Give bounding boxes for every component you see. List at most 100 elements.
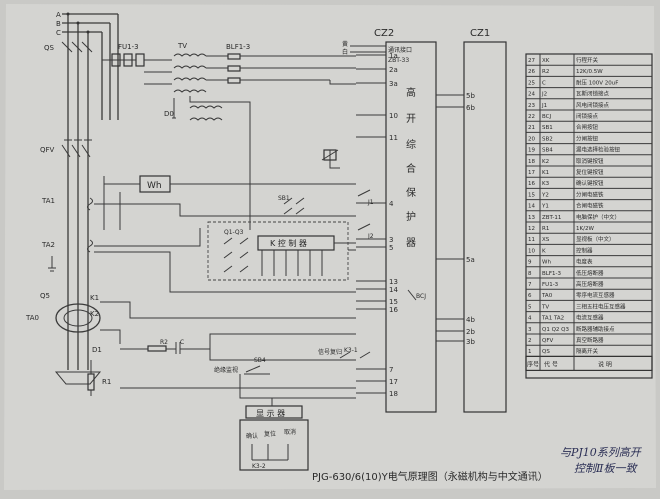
ta0-secondary xyxy=(100,301,356,344)
bom-index: 21 xyxy=(528,125,535,131)
bom-index: 6 xyxy=(528,293,532,299)
bom-header-row xyxy=(525,355,653,371)
tv-label: TV xyxy=(177,42,187,50)
tv-primary-feed xyxy=(144,59,172,85)
bom-description: 显视板（中文） xyxy=(576,235,615,243)
blf-label: BLF1-3 xyxy=(226,43,250,51)
bcj-contact xyxy=(407,289,417,301)
cz1-block xyxy=(463,41,507,413)
cz1-pin: 6b xyxy=(466,104,475,112)
bom-code: J1 xyxy=(541,103,547,109)
bom-code: J2 xyxy=(541,92,547,98)
cz1-pin: 4b xyxy=(466,316,475,324)
protector-char: 合 xyxy=(406,162,416,175)
bom-code: K3 xyxy=(542,181,550,187)
k3-label: K3-1 xyxy=(344,347,358,354)
bom-description: 合闸电磁铁 xyxy=(576,202,604,210)
cz2-pin: 13 xyxy=(389,278,398,286)
bom-index: 25 xyxy=(528,80,535,86)
ta0-label: TA0 xyxy=(25,314,39,322)
bom-index: 1 xyxy=(528,349,532,355)
bom-index: 22 xyxy=(528,114,535,120)
bom-header-index: 序号 xyxy=(527,360,539,368)
reset-key-label: 复位 xyxy=(264,430,276,438)
bom-header-description: 说 明 xyxy=(598,360,612,368)
bom-index: 20 xyxy=(528,136,535,142)
coil-y xyxy=(323,149,337,161)
bom-index: 3 xyxy=(528,327,532,333)
bom-index: 2 xyxy=(528,338,532,344)
cz2-pin: 7 xyxy=(389,366,393,374)
bom-code: Y2 xyxy=(541,192,549,198)
cz2-pin: 14 xyxy=(389,286,398,294)
display-keypad-enclosure xyxy=(239,419,309,471)
protector-char: 器 xyxy=(406,237,416,249)
cz1-pin: 5a xyxy=(466,256,475,264)
ta1-label: TA1 xyxy=(41,197,55,205)
bus-lines xyxy=(62,13,118,33)
cz1-pin: 3b xyxy=(466,338,475,346)
bom-description: 漏电选择检验按钮 xyxy=(576,146,621,154)
tv-secondary-wires xyxy=(206,55,356,81)
bom-code: QS xyxy=(542,349,550,355)
cz2-pin: 1a xyxy=(389,52,398,60)
bom-description: 分闸电磁铁 xyxy=(576,190,604,198)
qs-label: QS xyxy=(44,44,55,52)
bom-description: 电脑保护（中文） xyxy=(576,213,620,221)
bom-code: K xyxy=(542,248,546,254)
j2-label: J2 xyxy=(367,233,374,240)
bom-index: 19 xyxy=(528,148,535,154)
wh-wires xyxy=(103,176,356,230)
ta2-label: TA2 xyxy=(41,241,55,249)
bom-description: 12K/0.5W xyxy=(576,69,603,75)
cz2-pin: 10 xyxy=(389,112,398,120)
bom-description: 电流互感器 xyxy=(576,314,604,322)
signal-reset-label: 信号复归 xyxy=(318,348,342,356)
bom-description: 闭锁接点 xyxy=(576,112,599,120)
cz1-pin: 5b xyxy=(466,92,475,100)
phase-label-a: A xyxy=(56,11,61,19)
bom-code: R1 xyxy=(542,226,549,232)
q1q3-label: Q1-Q3 xyxy=(224,229,244,236)
bom-description: 低压熔断器 xyxy=(576,269,604,277)
cz1-pin: 2b xyxy=(466,328,475,336)
bom-code: QFV xyxy=(542,338,553,344)
bom-description: 复位键按钮 xyxy=(576,168,604,176)
main-phase-lines xyxy=(67,14,89,300)
cz2-pin: 3a xyxy=(389,80,398,88)
cz2-pin: 11 xyxy=(389,134,398,142)
y-coil-contacts xyxy=(321,149,340,169)
j-contacts xyxy=(357,189,371,231)
bom-index: 8 xyxy=(528,271,532,277)
bom-description: 风电闭锁接点 xyxy=(576,101,610,109)
line-yellow-label: 黄 xyxy=(342,40,348,48)
bom-code: BCJ xyxy=(542,114,552,120)
bom-code: TA0 xyxy=(541,293,553,299)
bom-index: 11 xyxy=(528,237,535,243)
bom-index: 4 xyxy=(528,316,532,322)
bom-index: 16 xyxy=(528,181,535,187)
ta-ground xyxy=(48,256,56,272)
wh-label: Wh xyxy=(147,181,162,191)
handwritten-note-line1: 与PJ10系列高开 xyxy=(560,446,643,459)
r2-label: R2 xyxy=(160,339,168,346)
tv-secondary-return xyxy=(189,80,356,230)
protector-char: 综 xyxy=(406,138,416,151)
cz2-block xyxy=(385,41,437,413)
bom-code: BLF1-3 xyxy=(542,271,561,277)
bom-code: SB1 xyxy=(542,125,553,131)
sw-mark-label: SB1 xyxy=(278,195,290,202)
controller-outputs xyxy=(261,250,323,276)
bom-description: 高压熔断器 xyxy=(576,280,604,288)
cz1-pin-list: 5b 6b 5a 4b 2b 3b xyxy=(436,92,475,346)
qfv-label: QFV xyxy=(40,146,55,154)
bom-index: 12 xyxy=(528,226,535,232)
bom-index: 9 xyxy=(528,260,532,266)
bom-index: 24 xyxy=(528,92,535,98)
qs-switch-symbol xyxy=(61,41,93,53)
bom-index: 15 xyxy=(528,192,535,198)
bom-index: 14 xyxy=(528,204,535,210)
protector-char: 开 xyxy=(406,114,416,125)
